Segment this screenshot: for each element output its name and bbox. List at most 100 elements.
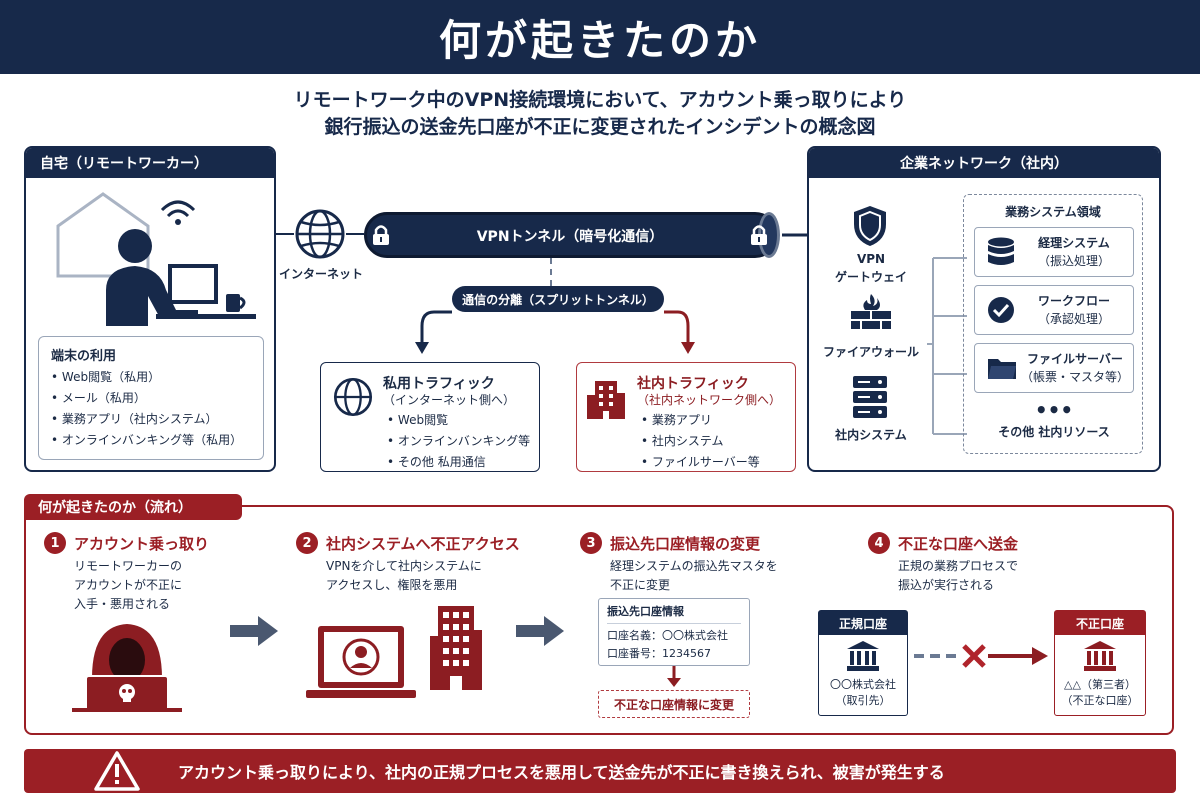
- system-item-accounting: 経理システム （振込処理）: [974, 227, 1134, 277]
- account-card-name: 口座名義：〇〇株式会社: [607, 629, 728, 642]
- globe-icon: [333, 377, 373, 417]
- corp-traffic-title: 社内トラフィック: [637, 376, 749, 392]
- step-title: アカウント乗っ取り: [74, 535, 210, 553]
- step-desc-line: アカウントが不正に: [74, 578, 183, 592]
- fraud-account-card: 不正口座 △△（第三者） （不正な口座）: [1054, 610, 1146, 716]
- business-system-area: 業務システム領域 経理システム （振込処理） ワークフロー （承認処理）: [963, 194, 1143, 454]
- warning-bar: アカウント乗っ取りにより、社内の正規プロセスを悪用して送金先が不正に書き換えられ…: [24, 749, 1176, 793]
- step-desc-line: 不正に変更: [610, 578, 671, 592]
- private-traffic-box: 私用トラフィック （インターネット側へ） • Web閲覧 • オンラインバンキン…: [320, 362, 540, 472]
- system-item-fileserver: ファイルサーバー （帳票・マスタ等）: [974, 343, 1134, 393]
- home-panel-header: 自宅（リモートワーカー）: [26, 148, 274, 178]
- corp-traffic-box: 社内トラフィック （社内ネットワーク側へ） • 業務アプリ • 社内システム •…: [576, 362, 796, 472]
- connector-bracket: [927, 257, 967, 435]
- step-number: 1: [44, 532, 66, 554]
- private-traffic-subtitle: （インターネット側へ）: [383, 393, 516, 407]
- step-desc-line: 振込が実行される: [898, 578, 995, 592]
- system-sub: （振込処理）: [1037, 254, 1110, 268]
- firewall-label: ファイアウォール: [822, 345, 919, 359]
- check-circle-icon: [988, 297, 1014, 323]
- blocked-transfer-arrow: [914, 644, 1048, 668]
- step-title: 不正な口座へ送金: [898, 535, 1019, 553]
- step-number: 2: [296, 532, 318, 554]
- subtitle-line-2: 銀行振込の送金先口座が不正に変更されたインシデントの概念図: [324, 116, 876, 138]
- private-traffic-title: 私用トラフィック: [383, 376, 495, 392]
- business-area-title: 業務システム領域: [1005, 205, 1101, 219]
- step-desc-line: 経理システムの振込先マスタを: [610, 559, 778, 573]
- corp-network-panel: 企業ネットワーク（社内） VPN ゲートウェイ ファイアウォール 社内システム …: [807, 146, 1161, 472]
- vpn-tunnel-label: VPNトンネル（暗号化通信）: [476, 229, 664, 245]
- legit-account-note: （取引先）: [835, 694, 891, 707]
- internet-label: インターネット: [278, 267, 363, 281]
- system-name: ワークフロー: [1037, 294, 1110, 308]
- usage-item: • 業務アプリ（社内システム）: [51, 412, 218, 426]
- globe-icon: [295, 209, 345, 259]
- corp-traffic-item: • ファイルサーバー等: [641, 455, 760, 469]
- internal-system-label: 社内システム: [835, 428, 907, 442]
- device-usage-box: 端末の利用 • Web閲覧（私用） • メール（私用） • 業務アプリ（社内シス…: [38, 336, 264, 460]
- split-arrows: [415, 310, 695, 354]
- system-name: 経理システム: [1038, 236, 1110, 250]
- home-panel: 自宅（リモートワーカー） 端末の利用 • Web閲覧（私用） • メール（私用）…: [24, 146, 276, 472]
- step-title: 振込先口座情報の変更: [610, 535, 761, 553]
- server-icon: [853, 376, 887, 418]
- system-sub: （帳票・マスタ等）: [1020, 370, 1129, 384]
- laptop-user-icon: [306, 626, 416, 698]
- vpn-gateway-label-1: VPN: [856, 252, 886, 266]
- changed-account-label: 不正な口座情報に変更: [598, 690, 750, 718]
- step-desc-line: 正規の業務プロセスで: [898, 559, 1019, 573]
- hacker-icon: [72, 624, 182, 712]
- fraud-account-name: △△（第三者）: [1064, 678, 1136, 691]
- corp-panel-header: 企業ネットワーク（社内）: [809, 148, 1159, 178]
- step-desc-line: アクセスし、権限を悪用: [326, 578, 458, 592]
- step-desc-line: 入手・悪用される: [74, 597, 171, 611]
- split-tunnel-label: 通信の分離（スプリットトンネル）: [452, 286, 664, 312]
- connector-dashed: [550, 258, 552, 286]
- usage-item: • メール（私用）: [51, 391, 146, 405]
- fraud-account-header: 不正口座: [1055, 611, 1145, 635]
- lock-icon: [751, 225, 767, 245]
- step-title: 社内システムへ不正アクセス: [326, 535, 520, 553]
- flow-panel: [24, 505, 1174, 735]
- firewall-icon: [851, 294, 891, 329]
- legit-account-name: 〇〇株式会社: [830, 678, 896, 691]
- connector-line: [276, 233, 294, 235]
- more-dots-icon: •••: [1034, 398, 1074, 422]
- connector-line: [346, 233, 364, 235]
- corp-traffic-subtitle: （社内ネットワーク側へ）: [637, 393, 782, 407]
- step-number: 3: [580, 532, 602, 554]
- corp-traffic-item: • 業務アプリ: [641, 413, 712, 427]
- step-desc-line: リモートワーカーの: [74, 559, 183, 573]
- usage-item: • オンラインバンキング等（私用）: [51, 433, 243, 447]
- title-bar: 何が起きたのか: [0, 0, 1200, 74]
- folder-icon: [988, 359, 1016, 379]
- flow-panel-header: 何が起きたのか（流れ）: [24, 494, 242, 520]
- account-info-card: 振込先口座情報 口座名義：〇〇株式会社 口座番号：1234567: [598, 598, 750, 666]
- system-sub: （承認処理）: [1037, 312, 1110, 326]
- shield-icon: [854, 206, 886, 246]
- warning-message: アカウント乗っ取りにより、社内の正規プロセスを悪用して送金先が不正に書き換えられ…: [178, 763, 945, 782]
- fraud-account-note: （不正な口座）: [1061, 694, 1139, 707]
- building-icon: [430, 606, 482, 690]
- database-icon: [988, 237, 1014, 265]
- bank-icon: [1084, 641, 1116, 671]
- account-card-number: 口座番号：1234567: [607, 647, 711, 660]
- usage-title: 端末の利用: [51, 349, 117, 364]
- arrow-right-icon: [516, 616, 564, 646]
- account-card-title: 振込先口座情報: [607, 604, 741, 624]
- usage-item: • Web閲覧（私用）: [51, 370, 161, 384]
- legit-account-card: 正規口座 〇〇株式会社 （取引先）: [818, 610, 908, 716]
- vpn-gateway-label-2: ゲートウェイ: [834, 270, 907, 284]
- system-item-workflow: ワークフロー （承認処理）: [974, 285, 1134, 335]
- step-desc-line: VPNを介して社内システムに: [326, 559, 482, 573]
- remote-worker-illustration: [56, 192, 256, 326]
- lock-icon: [373, 225, 389, 245]
- arrow-right-icon: [230, 616, 278, 646]
- private-traffic-item: • Web閲覧: [387, 413, 449, 427]
- legit-account-header: 正規口座: [819, 611, 907, 635]
- bank-icon: [847, 641, 879, 671]
- subtitle-line-1: リモートワーク中のVPN接続環境において、アカウント乗っ取りにより: [293, 89, 907, 111]
- arrow-down-icon: [667, 666, 681, 687]
- private-traffic-item: • その他 私用通信: [387, 455, 486, 469]
- vpn-tunnel: [364, 212, 778, 258]
